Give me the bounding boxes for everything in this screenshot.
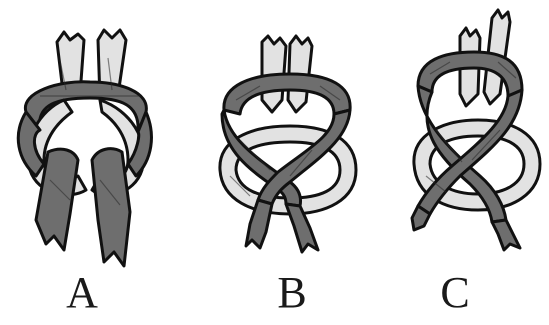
knot-a-dark-tail-right — [92, 149, 130, 266]
knot-b — [220, 36, 356, 252]
label-a: A — [52, 268, 112, 318]
knot-c — [412, 10, 540, 250]
label-c: C — [425, 268, 485, 318]
knot-c-dark-tail-right — [492, 220, 520, 250]
label-b: B — [262, 268, 322, 318]
knot-a — [18, 30, 151, 266]
